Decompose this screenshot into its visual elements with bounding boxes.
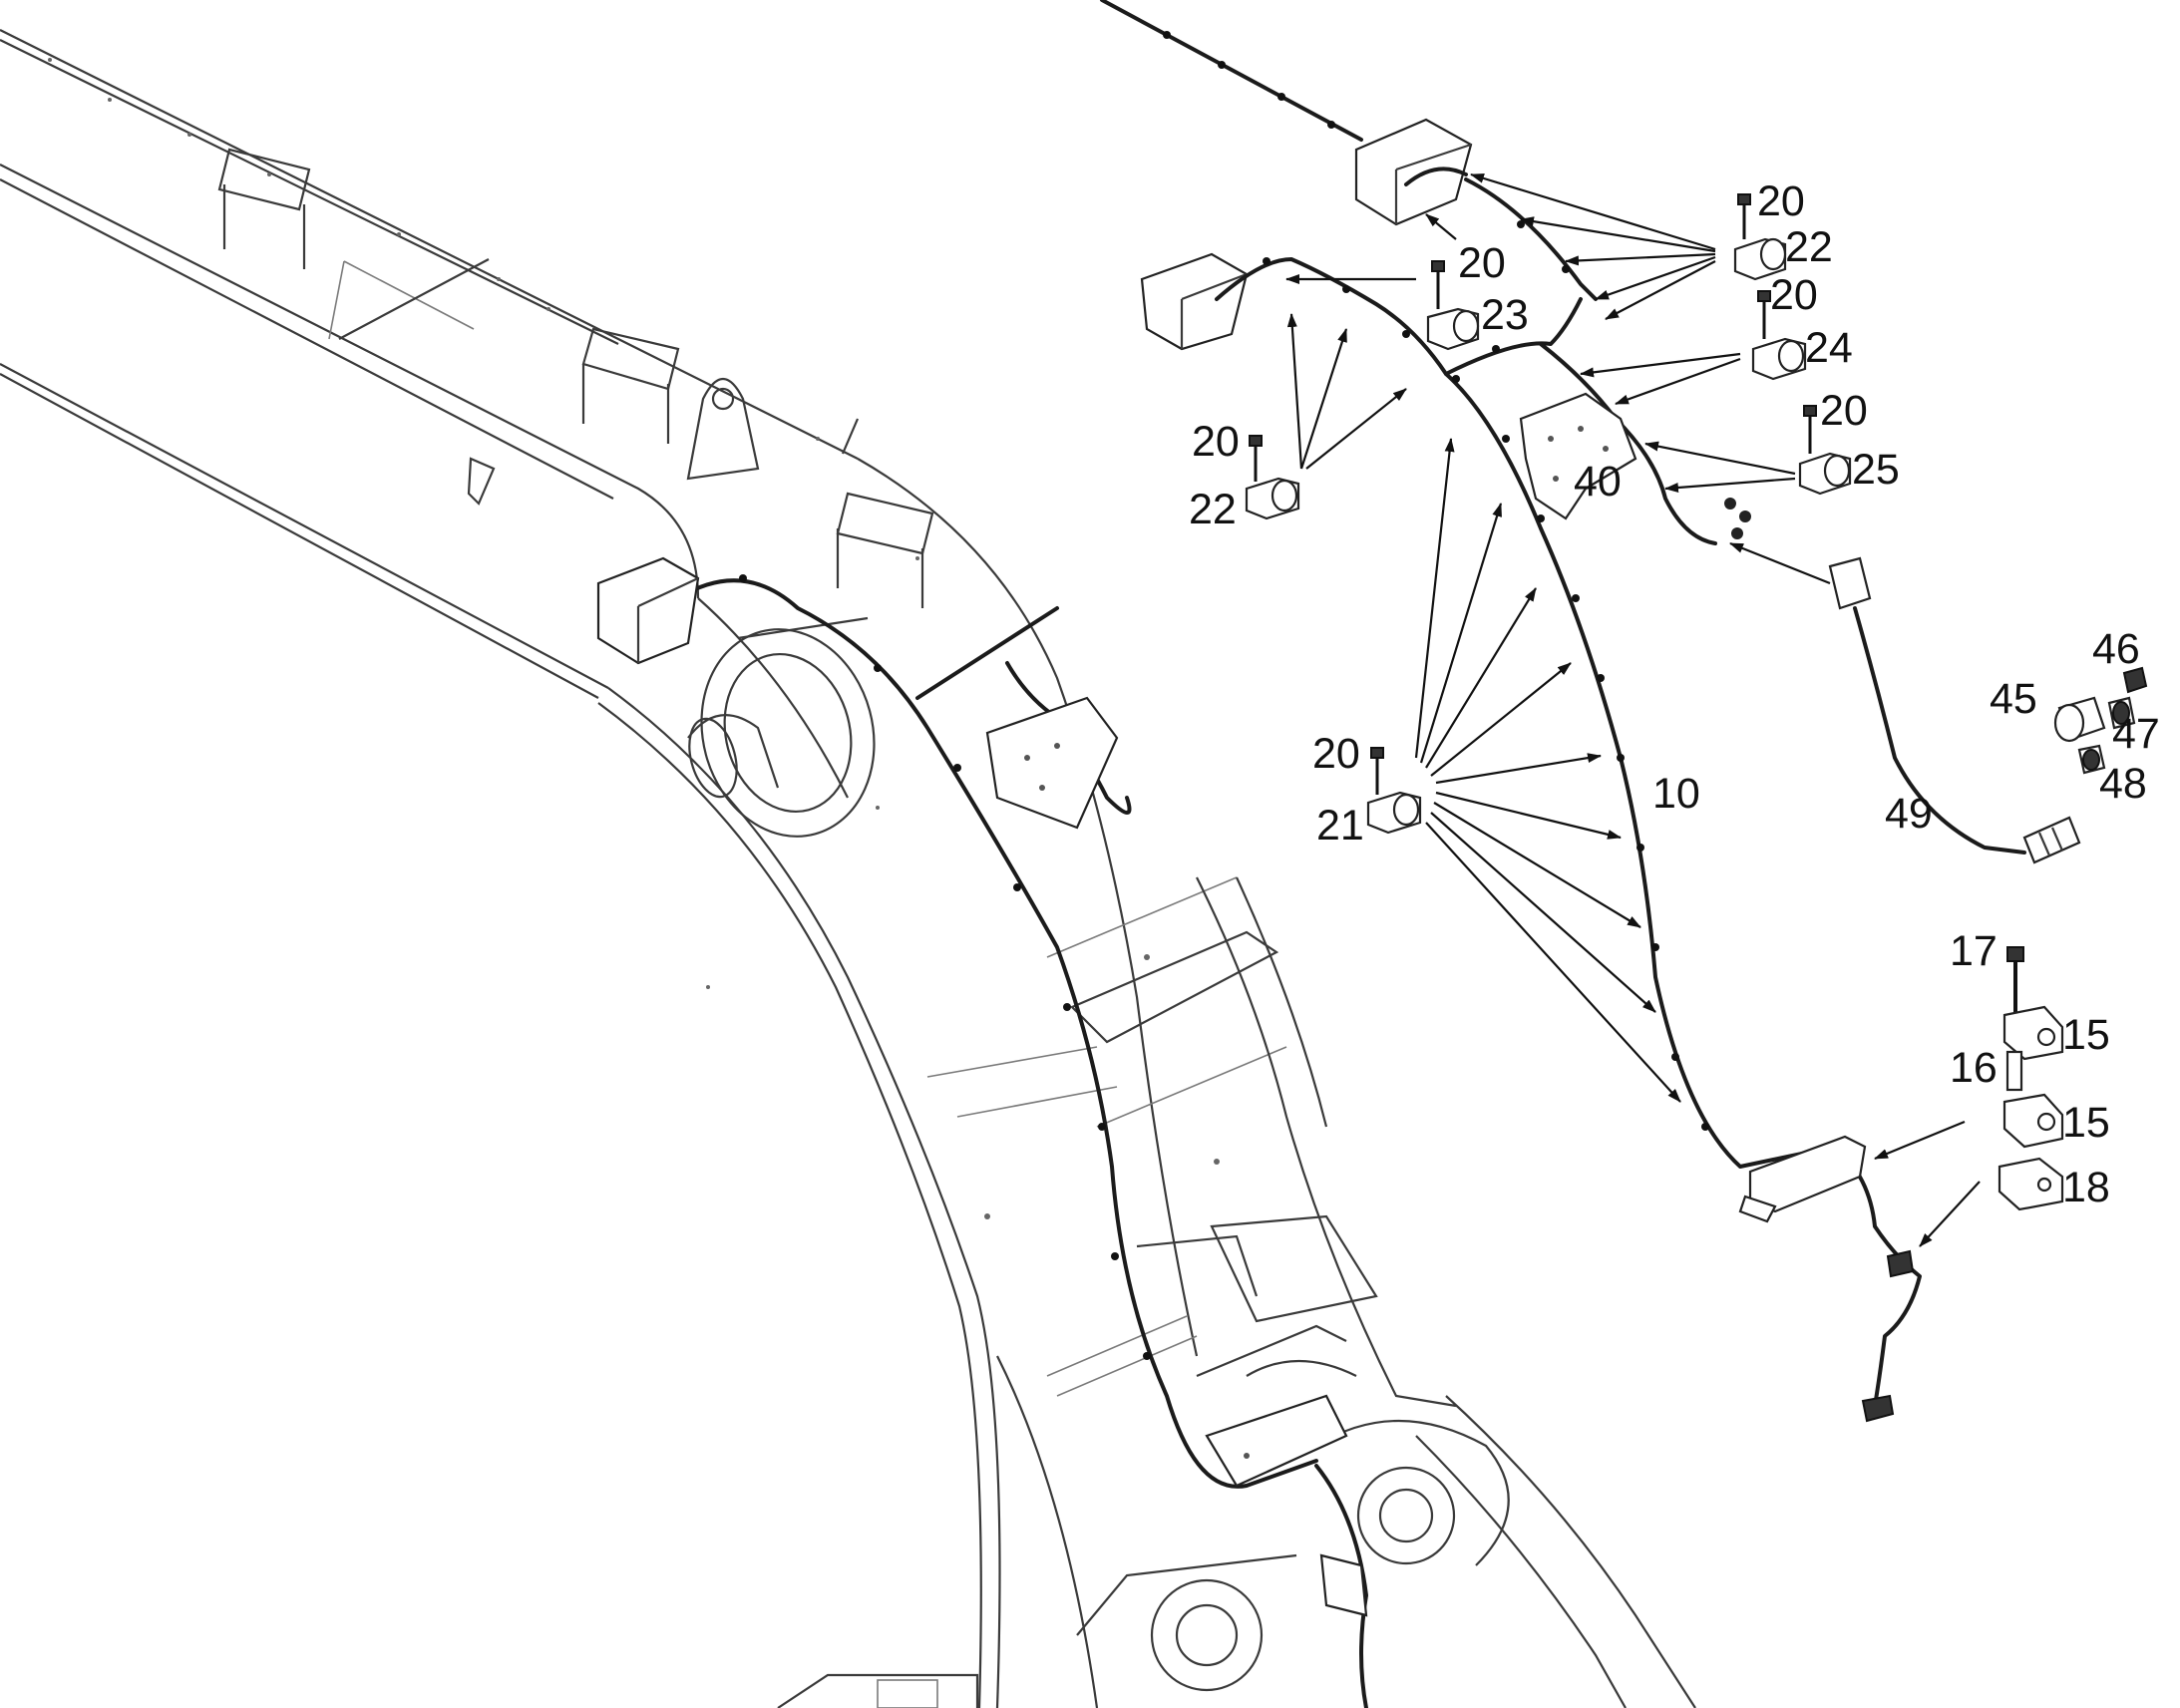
callout-22-top-right: 22: [1785, 223, 1833, 271]
callout-49: 49: [1885, 790, 1933, 838]
callout-16: 16: [1950, 1044, 1998, 1092]
callout-20-middle-right: 20: [1770, 271, 1818, 319]
boom-structure: [0, 29, 1696, 1708]
callout-20-right: 20: [1820, 387, 1868, 435]
leader-arrows: [1285, 172, 1981, 1247]
callout-18: 18: [2062, 1164, 2110, 1211]
callout-40: 40: [1574, 458, 1622, 506]
callout-17: 17: [1950, 927, 1998, 975]
clip-set-21: [1366, 747, 1422, 835]
clip-set-top-right: [1733, 193, 1787, 281]
callout-15-lower: 15: [2062, 1099, 2110, 1147]
clip-set-left: [1245, 435, 1300, 520]
callout-46: 46: [2092, 625, 2140, 673]
callout-20-top-right: 20: [1757, 177, 1805, 225]
callout-20-left: 20: [1192, 418, 1240, 466]
clip-set-23: [1426, 260, 1480, 351]
hardware-parts: [1245, 193, 2064, 1211]
callout-22-left: 22: [1189, 486, 1237, 533]
installed-harness: [596, 556, 1368, 1708]
clip-set-25: [1798, 405, 1852, 496]
callout-21: 21: [1316, 802, 1364, 850]
callout-15-upper: 15: [2062, 1011, 2110, 1059]
callout-20-center: 20: [1458, 239, 1506, 287]
callout-48: 48: [2099, 760, 2147, 808]
callout-20-lower-left: 20: [1312, 730, 1360, 778]
callout-10: 10: [1652, 770, 1700, 818]
clip-set-24: [1751, 290, 1807, 381]
callout-25: 25: [1852, 446, 1900, 494]
exploded-harness: [1100, 0, 1922, 1423]
fitting-parts: [1828, 556, 2148, 864]
callout-47: 47: [2112, 710, 2160, 758]
callout-labels: 20 22 20 24 20 25 20 23 20 22 40 20 21 1…: [1189, 177, 2160, 1211]
top-brackets: [217, 148, 934, 608]
callout-45: 45: [1990, 675, 2037, 723]
callout-24: 24: [1805, 324, 1853, 372]
callout-23: 23: [1481, 291, 1529, 339]
